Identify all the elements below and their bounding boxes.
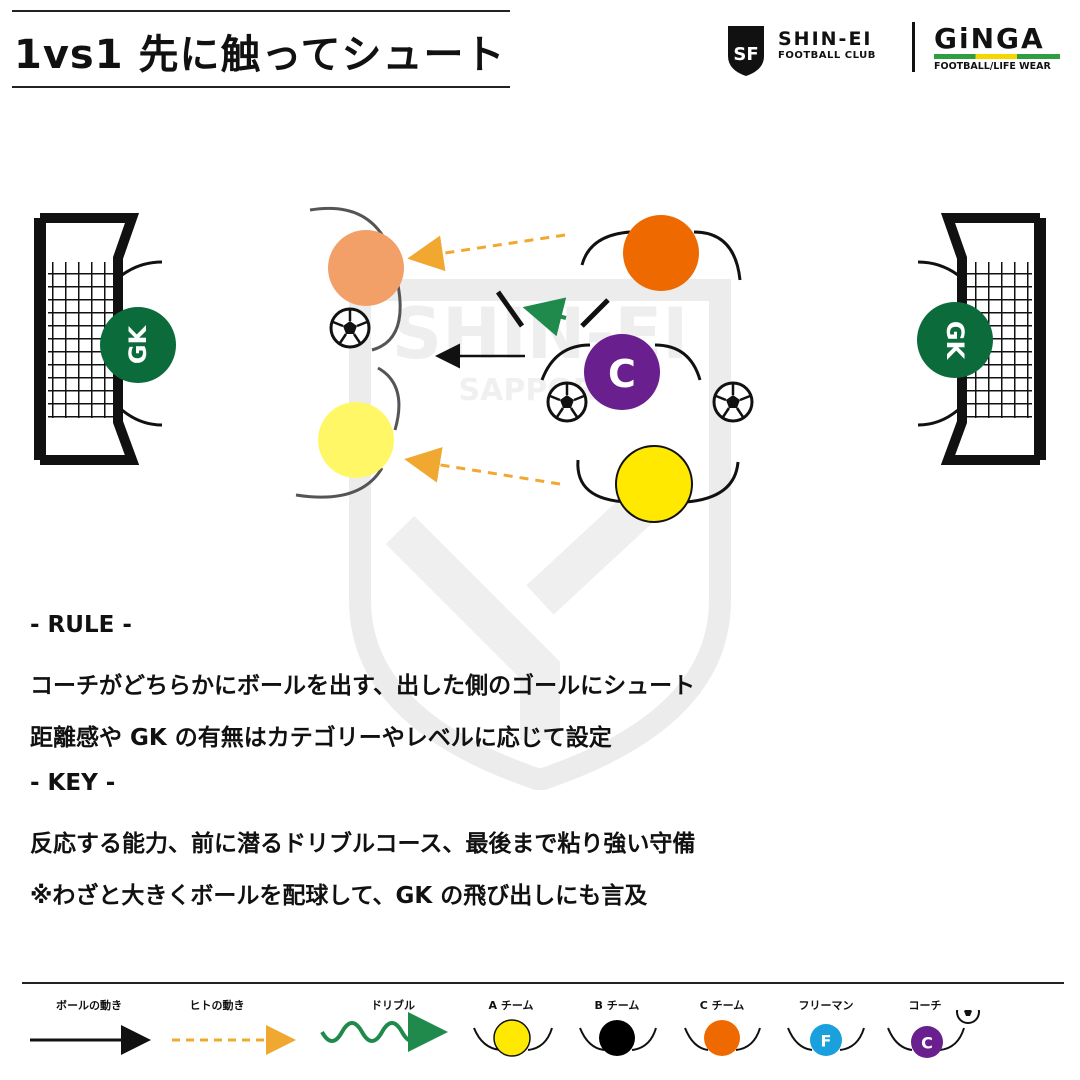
rule-line-2: 距離感や GK の有無はカテゴリーやレベルに応じて設定 <box>30 725 612 751</box>
legend-coach-badge: C <box>921 1034 933 1053</box>
coach: C <box>584 334 660 410</box>
left-goal <box>34 213 140 465</box>
cone-right <box>580 298 610 328</box>
gk-left-stance-lower <box>121 408 163 427</box>
player-c-team-left <box>328 230 404 306</box>
ball-left-icon <box>329 307 371 349</box>
coach-stance-lower <box>654 343 702 381</box>
key-line-1: 反応する能力、前に潜るドリブルコース、最後まで粘り強い守備 <box>30 831 696 857</box>
ball-coach-left-icon <box>546 381 588 423</box>
player-right-bottom-stance-lower <box>685 461 740 504</box>
player-right-top-stance <box>580 230 631 266</box>
legend-label-team-b: B チーム <box>594 999 640 1012</box>
goalkeeper-right-label: GK <box>941 321 969 361</box>
legend-label-person: ヒトの動き <box>189 999 245 1012</box>
key-line-2: ※わざと大きくボールを配球して、GK の飛び出しにも言及 <box>30 883 648 909</box>
player-a-team-left <box>318 402 394 478</box>
cone-left <box>495 290 525 328</box>
legend-label-team-a: A チーム <box>488 999 534 1012</box>
legend-label-ball: ボールの動き <box>56 999 122 1012</box>
player-right-top-stance-lower <box>693 230 742 281</box>
legend-label-team-c: C チーム <box>699 999 745 1012</box>
legend-team-a-marker <box>493 1019 531 1057</box>
gk-right-stance <box>917 260 959 277</box>
legend-divider <box>22 982 1064 984</box>
club-badge-icon: SF <box>728 26 764 76</box>
partner-logo-stripe <box>934 54 1060 59</box>
legend-freeman-marker: F <box>810 1024 842 1056</box>
drill-diagram: GK GK C <box>34 206 1046 523</box>
legend-coach-marker: C <box>911 1026 943 1058</box>
title-rule-top <box>12 10 510 12</box>
legend-freeman-badge: F <box>821 1032 832 1051</box>
coach-label: C <box>608 352 636 396</box>
dribble-arrow <box>522 297 567 337</box>
partner-subtitle: FOOTBALL/LIFE WEAR <box>934 61 1051 72</box>
club-name: SHIN-EI <box>778 28 873 50</box>
goalkeeper-right: GK <box>917 302 993 378</box>
club-badge-text: SF <box>733 44 758 65</box>
page-title: 1vs1 先に触ってシュート <box>14 32 506 78</box>
legend-label-freeman: フリーマン <box>798 999 854 1012</box>
coach-stance <box>540 343 591 381</box>
ball-coach-right-icon <box>712 381 754 423</box>
goalkeeper-left: GK <box>100 307 176 383</box>
club-subtitle: FOOTBALL CLUB <box>778 50 876 61</box>
title-rule-bottom <box>12 86 510 88</box>
rule-line-1: コーチがどちらかにボールを出す、出した側のゴールにシュート <box>30 673 696 699</box>
player-left-bottom-stance-lower <box>295 467 384 499</box>
player-c-team-right <box>623 215 699 291</box>
player-right-bottom-stance <box>576 459 629 504</box>
player-left-top-stance-lower <box>371 284 402 352</box>
goalkeeper-left-label: GK <box>124 324 152 364</box>
legend-team-b-marker <box>599 1020 635 1056</box>
person-move-arrow-bottom <box>404 447 561 486</box>
partner-logo: GiNGA <box>934 22 1045 55</box>
legend-coach-ball-icon <box>956 1010 980 1024</box>
key-heading: - KEY - <box>30 770 116 796</box>
legend-label-coach: コーチ <box>908 999 942 1012</box>
person-move-arrow-top <box>407 233 566 272</box>
legend-dribble-arrow <box>320 1012 448 1052</box>
legend-team-c-marker <box>704 1020 740 1056</box>
legend-graphics: F C <box>30 1010 980 1058</box>
player-a-team-right <box>615 445 693 523</box>
gk-right-stance-lower <box>917 408 959 427</box>
legend-label-dribble: ドリブル <box>371 999 415 1012</box>
player-left-bottom-stance <box>377 366 401 431</box>
rule-heading: - RULE - <box>30 612 132 638</box>
gk-left-stance <box>121 260 163 277</box>
brand-divider <box>912 22 915 72</box>
